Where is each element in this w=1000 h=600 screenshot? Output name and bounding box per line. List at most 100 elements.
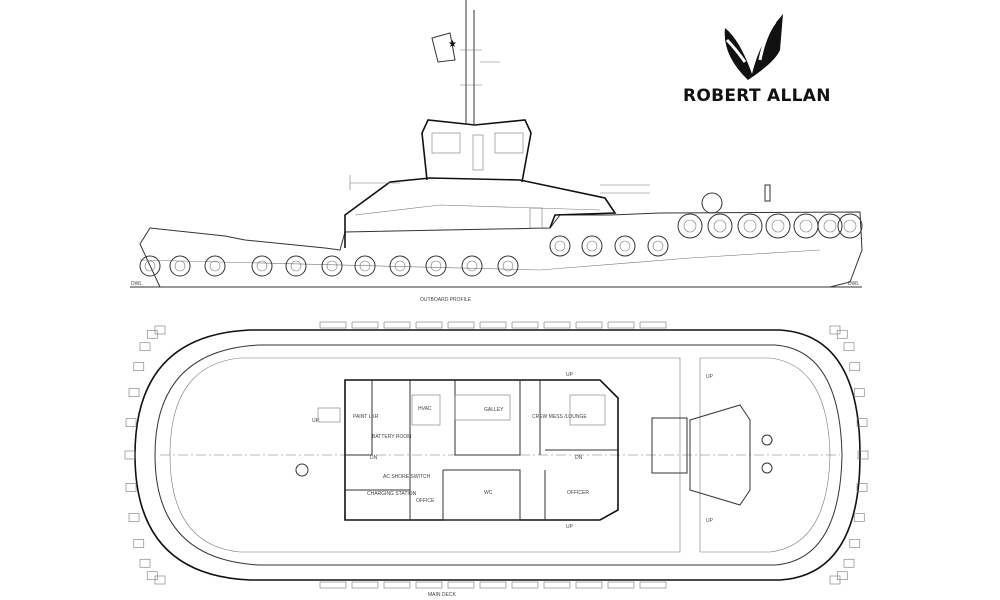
deck-fender (124, 450, 136, 460)
deck-fender (146, 329, 158, 339)
tire-fender (652, 240, 664, 252)
deck-fender (575, 321, 603, 329)
bollard (295, 463, 309, 477)
tire-fender (430, 260, 442, 272)
label-battery-room: BATTERY ROOM (372, 434, 411, 440)
deck-fender (139, 558, 151, 568)
deck-fender (133, 539, 145, 548)
fenders (139, 213, 863, 277)
deck-fender (843, 342, 855, 352)
tire-fender (461, 255, 483, 277)
tire-fender (554, 240, 566, 252)
galley-counter (454, 394, 511, 421)
deck-fender (607, 581, 635, 589)
bulwark (154, 344, 843, 566)
mess-table (569, 394, 606, 426)
winch-foundation (689, 404, 751, 506)
railing (349, 175, 650, 194)
deck-fender (383, 581, 411, 589)
deck-fender (836, 329, 848, 339)
aft-deck (699, 357, 831, 553)
deck-fender (543, 581, 571, 589)
tire-fender (743, 219, 757, 233)
deck-fender (479, 581, 507, 589)
tire-fender (707, 213, 733, 239)
deck-fender (319, 581, 347, 589)
tire-fender (502, 260, 514, 272)
dwl-label-left: DWL (131, 281, 142, 287)
label-up: UP (706, 518, 714, 524)
outboard-profile-caption: OUTBOARD PROFILE (420, 297, 472, 303)
tire-fender (799, 219, 813, 233)
tire-fender (765, 213, 791, 239)
label-crew-mess: CREW MESS /LOUNGE (532, 414, 587, 420)
deck-fender (639, 321, 667, 329)
hvac-unit (411, 394, 441, 426)
stairs-up (317, 407, 341, 423)
interior-walls (345, 380, 618, 521)
label-dn: DN (370, 455, 378, 461)
label-galley: GALLEY (484, 407, 504, 413)
wheelhouse (421, 119, 532, 183)
label-dn: DN (575, 455, 583, 461)
deck-fender (853, 388, 865, 397)
tire-fender (326, 260, 338, 272)
winch-drum (701, 192, 723, 214)
outboard-profile: DWL DWL ★ (130, 0, 863, 288)
robert-allan-logo (724, 14, 783, 80)
deck-fender (125, 418, 137, 427)
door (529, 207, 543, 229)
tire-fender (290, 260, 302, 272)
tire-fender (614, 235, 636, 257)
label-up: UP (706, 374, 714, 380)
tire-fender (256, 260, 268, 272)
deck-fender (856, 418, 868, 427)
tire-fender (394, 260, 406, 272)
label-office: OFFICE (416, 498, 435, 504)
tire-fender (771, 219, 785, 233)
hull-outline-deck (134, 329, 861, 581)
tire-fender (144, 260, 156, 272)
deck-fender (639, 581, 667, 589)
window (494, 132, 524, 154)
bollard (764, 184, 771, 202)
label-charging-station: CHARGING STATION (367, 491, 417, 497)
deck-fender (447, 581, 475, 589)
deck-fender (543, 321, 571, 329)
tire-fender (359, 260, 371, 272)
deck-fender (383, 321, 411, 329)
tire-fender (619, 240, 631, 252)
deck-fender (849, 362, 861, 371)
tire-fender (169, 255, 191, 277)
flag-icon (431, 32, 456, 63)
tire-fender (817, 213, 843, 239)
deck-fender (128, 388, 140, 397)
deck-fender (853, 513, 865, 522)
deck-fender (856, 483, 868, 492)
deck-fender (128, 513, 140, 522)
deck-fender (154, 575, 166, 585)
deck-edge (169, 357, 681, 553)
deck-fender (415, 321, 443, 329)
label-hvac: HVAC (418, 406, 432, 412)
label-up: UP (312, 418, 320, 424)
sheer-line (139, 249, 821, 271)
window (431, 132, 461, 154)
tire-fender (497, 255, 519, 277)
tire-fender (425, 255, 447, 277)
wheelhouse-door (472, 134, 484, 171)
tire-fender (174, 260, 186, 272)
label-ac-shore-switch: AC SHORE SWITCH (383, 474, 431, 480)
deckhouse-plan (344, 379, 619, 521)
deck-fender (415, 581, 443, 589)
brand-name: ROBERT ALLAN (683, 86, 831, 106)
deck-fender (479, 321, 507, 329)
tire-fender (683, 219, 697, 233)
label-paint-locker: PAINT LKR (353, 414, 379, 420)
star-icon: ★ (448, 39, 457, 50)
tire-fender (793, 213, 819, 239)
main-deck-plan: UP PAINT LKR BATTERY ROOM DN HVAC GALLEY… (124, 321, 869, 589)
deckhouse (344, 177, 617, 248)
